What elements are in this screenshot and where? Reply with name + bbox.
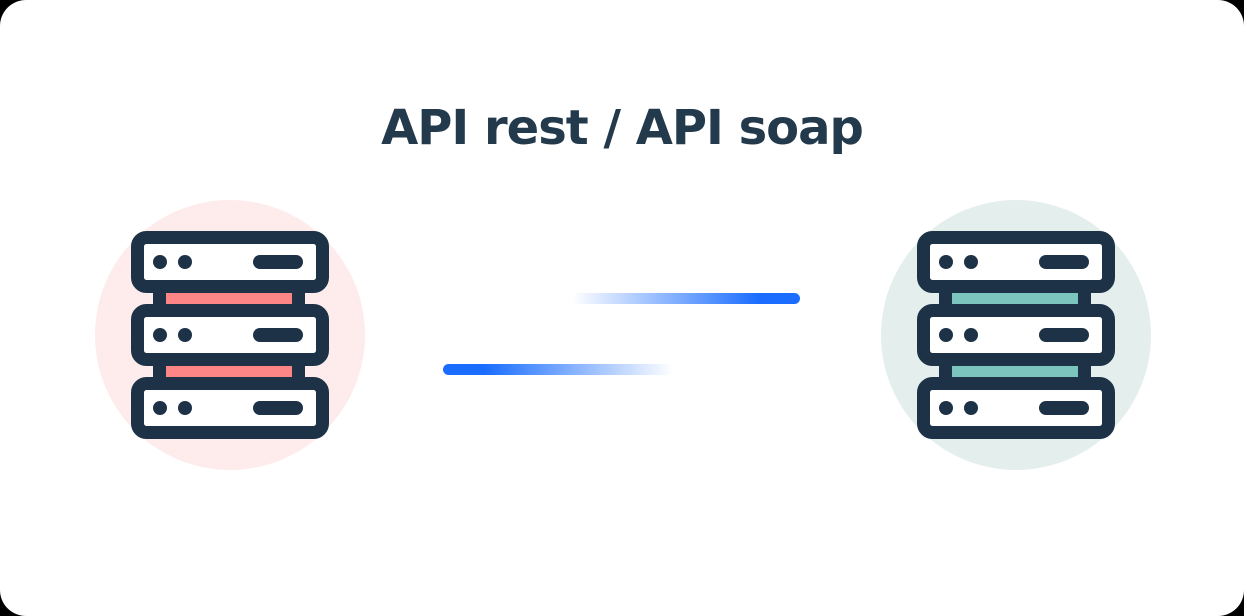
request-line [572, 293, 800, 304]
server-stack [131, 231, 329, 439]
server-chassis [917, 231, 1115, 439]
server-leds-and-vents [153, 255, 303, 415]
response-line [443, 364, 673, 375]
server-leds-and-vents [939, 255, 1089, 415]
diagram-title: API rest / API soap [381, 100, 864, 156]
rest-server-stack-icon [95, 200, 365, 470]
soap-server-stack-icon [881, 200, 1151, 470]
server-stack [917, 231, 1115, 439]
server-chassis [131, 231, 329, 439]
